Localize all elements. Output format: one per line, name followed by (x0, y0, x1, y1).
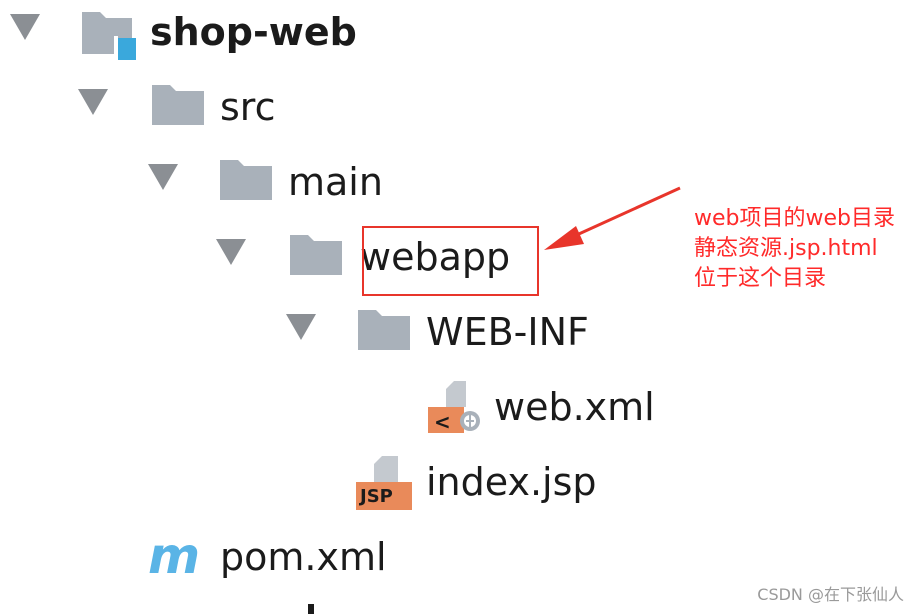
annotation-line: 静态资源.jsp.html (694, 236, 878, 261)
module-folder-icon (82, 12, 136, 60)
expand-arrow-icon[interactable] (148, 164, 178, 190)
folder-icon (152, 85, 204, 125)
xml-badge-text: < (434, 410, 451, 434)
webapp-label: webapp (360, 235, 511, 279)
webinf-label: WEB-INF (426, 310, 589, 354)
webxml-label: web.xml (494, 385, 655, 429)
expand-arrow-icon[interactable] (10, 14, 40, 40)
expand-arrow-icon[interactable] (78, 89, 108, 115)
src-label: src (220, 85, 276, 129)
project-label: shop-web (150, 10, 357, 54)
webapp-highlight-box (362, 226, 539, 296)
cut-text-fragment (308, 604, 314, 614)
pom-label: pom.xml (220, 535, 387, 579)
annotation-text: web项目的web目录 静态资源.jsp.html 位于这个目录 (694, 204, 895, 294)
indexjsp-label: index.jsp (426, 460, 597, 504)
folder-icon (290, 235, 342, 275)
folder-icon (220, 160, 272, 200)
maven-icon: m (148, 527, 201, 585)
expand-arrow-icon[interactable] (286, 314, 316, 340)
main-label: main (288, 160, 383, 204)
xml-file-icon (428, 381, 480, 433)
annotation-line: 位于这个目录 (694, 266, 827, 291)
watermark: CSDN @在下张仙人 (757, 585, 904, 604)
folder-icon (358, 310, 410, 350)
expand-arrow-icon[interactable] (216, 239, 246, 265)
jsp-file-icon (356, 456, 412, 510)
annotation-arrow-icon (544, 186, 681, 250)
annotation-line: web项目的web目录 (694, 206, 895, 231)
jsp-badge-text: JSP (360, 486, 393, 507)
